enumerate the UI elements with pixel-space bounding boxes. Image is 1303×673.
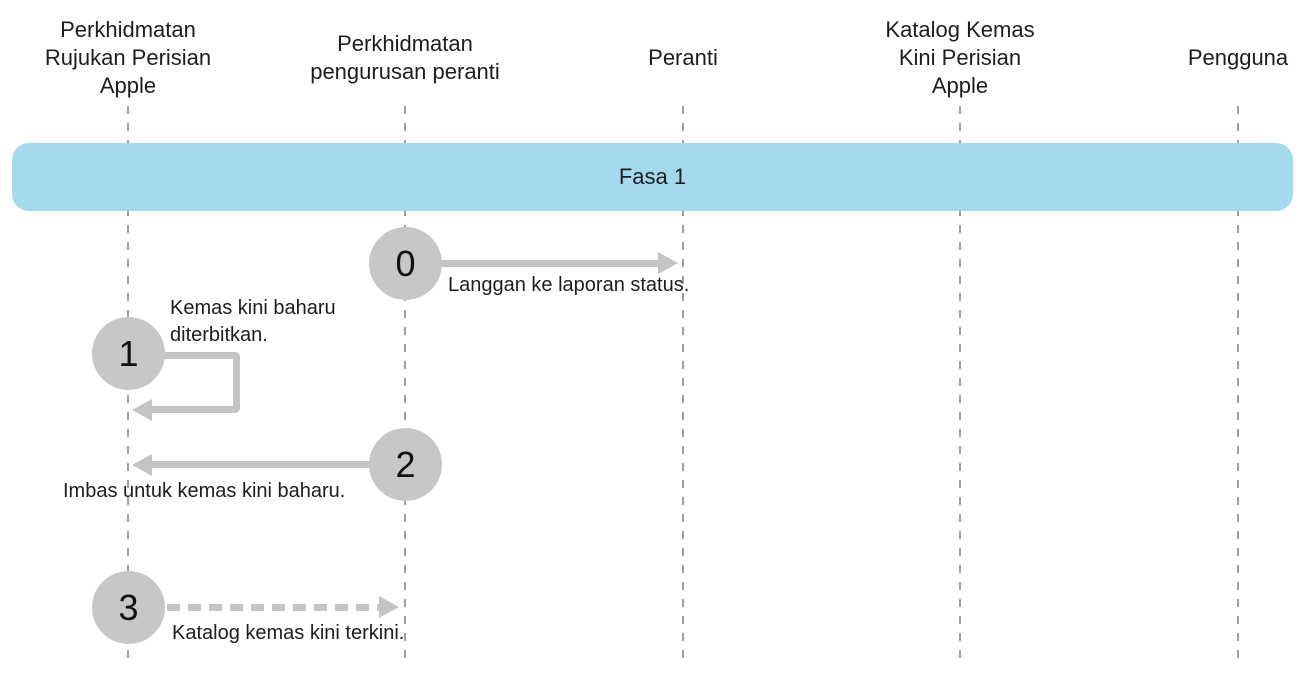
step-1-self-loop-arrow <box>152 352 240 413</box>
lane-header-rujukan-apple: Perkhidmatan Rujukan Perisian Apple <box>18 0 238 116</box>
lifeline-peranti <box>682 106 684 658</box>
lane-header-line: Pengguna <box>1187 45 1289 70</box>
lane-header-line: Katalog Kemas <box>885 17 1035 42</box>
lane-header-pengguna: Pengguna <box>1128 0 1303 116</box>
step-0-number: 0 <box>395 242 416 284</box>
step-1-number: 1 <box>118 332 139 374</box>
step-2-label: Imbas untuk kemas kini baharu. <box>63 480 346 502</box>
step-3-number: 3 <box>118 586 139 628</box>
lane-header-line: Perkhidmatan <box>337 31 473 56</box>
step-0-circle: 0 <box>369 227 442 300</box>
lane-header-line: pengurusan peranti <box>310 59 500 84</box>
phase-banner-label: Fasa 1 <box>618 164 687 189</box>
step-2-arrow-line <box>152 461 370 468</box>
lifeline-pengguna <box>1237 106 1239 658</box>
step-2-circle: 2 <box>369 428 442 501</box>
lane-header-line: Apple <box>99 73 157 98</box>
step-0-arrow-line <box>440 260 658 267</box>
step-3-arrowhead-right-icon <box>379 596 399 618</box>
step-0-label: Langgan ke laporan status. <box>448 274 690 296</box>
step-2-number: 2 <box>395 443 416 485</box>
phase-banner: Fasa 1 <box>12 143 1293 211</box>
lane-header-line: Apple <box>931 73 989 98</box>
lane-header-line: Rujukan Perisian <box>44 45 212 70</box>
step-3-arrow-line <box>167 604 379 611</box>
lane-header-katalog: Katalog Kemas Kini Perisian Apple <box>850 0 1070 116</box>
step-2-arrowhead-left-icon <box>132 454 152 476</box>
lane-header-peranti: Peranti <box>573 0 793 116</box>
step-3-label: Katalog kemas kini terkini. <box>172 622 405 644</box>
step-1-circle: 1 <box>92 317 165 390</box>
step-3-circle: 3 <box>92 571 165 644</box>
lifeline-katalog <box>959 106 961 658</box>
lane-header-line: Peranti <box>648 45 718 70</box>
lane-header-pengurusan-peranti: Perkhidmatan pengurusan peranti <box>295 0 515 116</box>
step-1-arrowhead-left-icon <box>132 399 152 421</box>
lane-header-line: Kini Perisian <box>898 45 1022 70</box>
lane-header-line: Perkhidmatan <box>60 17 196 42</box>
step-0-arrowhead-right-icon <box>658 252 678 274</box>
lifeline-pengurusan-peranti <box>404 106 406 658</box>
step-1-label: Kemas kini baharu diterbitkan. <box>170 297 336 346</box>
